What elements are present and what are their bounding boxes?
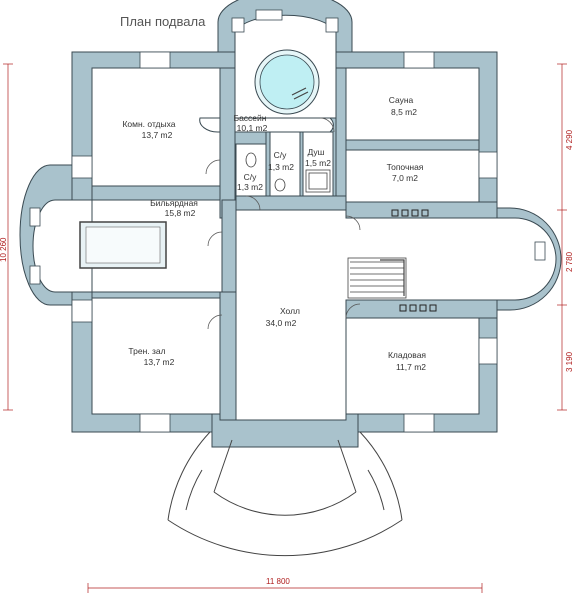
- room-hall-name: Холл: [280, 306, 300, 316]
- dim-left-total: 10 260: [0, 237, 8, 262]
- dimension-lines: [3, 63, 567, 593]
- plan-title: План подвала: [120, 14, 206, 29]
- room-wc2-name: С/у: [274, 150, 288, 160]
- room-furnace-name: Топочная: [387, 162, 424, 172]
- pool-water: [259, 54, 315, 110]
- sanitary-fixtures: [245, 152, 331, 193]
- room-storage-name: Кладовая: [388, 350, 426, 360]
- dim-right-top: 4 290: [565, 129, 574, 150]
- room-storage-area: 11,7 m2: [396, 362, 426, 372]
- room-lounge-area: 13,7 m2: [142, 130, 173, 140]
- staircase: [347, 257, 407, 299]
- door-swings: [205, 117, 361, 330]
- room-pool-name: Бассейн: [234, 113, 267, 123]
- pool: [254, 49, 320, 115]
- interior-walls: [91, 67, 498, 421]
- room-billiard-name: Бильярдная: [150, 198, 198, 208]
- room-sauna-area: 8,5 m2: [391, 107, 417, 117]
- room-gym-area: 13,7 m2: [144, 357, 175, 367]
- windows: [29, 9, 546, 433]
- terrace-arc: [167, 431, 403, 557]
- furnace-equipment: [391, 209, 437, 312]
- dim-bottom-total: 11 800: [266, 577, 290, 586]
- room-wc2-area: 1,3 m2: [268, 162, 294, 172]
- toilet-1: [245, 152, 257, 168]
- room-billiard-area: 15,8 m2: [165, 208, 196, 218]
- room-gym-name: Трен. зал: [128, 346, 165, 356]
- room-wc1-area: 1,3 m2: [237, 182, 263, 192]
- room-lounge-name: Комн. отдыха: [122, 119, 175, 129]
- billiard-table: [79, 221, 167, 269]
- shower-tray: [305, 169, 331, 193]
- dim-right-middle: 2 780: [565, 251, 574, 272]
- pool-ladder: [291, 87, 309, 100]
- room-labels: Комн. отдыха 13,7 m2 Бассейн 10,1 m2 Сау…: [122, 95, 426, 372]
- room-shower-area: 1,5 m2: [305, 158, 331, 168]
- room-shower-name: Душ: [307, 147, 324, 157]
- room-furnace-area: 7,0 m2: [392, 173, 418, 183]
- toilet-2: [274, 178, 286, 192]
- dim-right-bottom: 3 190: [565, 351, 574, 372]
- room-hall-area: 34,0 m2: [266, 318, 297, 328]
- room-sauna-name: Сауна: [389, 95, 414, 105]
- room-wc1-name: С/у: [244, 172, 258, 182]
- room-pool-area: 10,1 m2: [237, 123, 268, 133]
